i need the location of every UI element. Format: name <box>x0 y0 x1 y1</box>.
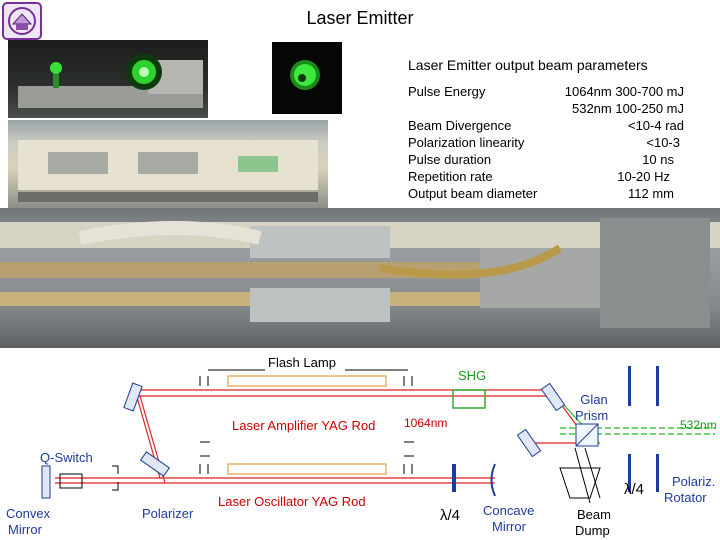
nm532-label: 532nm <box>680 418 717 432</box>
laser-cavity-photo <box>8 120 328 208</box>
pulse-energy-value-532: 532nm 100-250 mJ <box>571 101 684 116</box>
quarter-wave-label-1: λ/4 <box>440 507 461 524</box>
convex-mirror-label-2: Mirror <box>8 522 42 537</box>
rotator-label-2: Rotator <box>664 490 707 505</box>
shg-label: SHG <box>458 368 487 383</box>
rate-label: Repetition rate <box>408 169 493 184</box>
concave-mirror-label-2: Mirror <box>492 519 526 534</box>
logo <box>2 2 42 40</box>
polarizer-label: Polarizer <box>142 506 194 521</box>
beam-dump-label-2: Dump <box>575 523 610 538</box>
diameter-value: 112 mm <box>628 186 674 201</box>
beam-dump-label-1: Beam <box>577 507 611 522</box>
oscillator-label: Laser Oscillator YAG Rod <box>218 494 366 509</box>
convex-mirror-label-1: Convex <box>6 506 51 521</box>
beam-spot-photo <box>272 42 342 114</box>
polarization-label: Polarization linearity <box>408 135 525 150</box>
polarization-value: <10-3 <box>646 135 680 150</box>
glan-prism-label-1: Glan <box>580 392 608 407</box>
laser-emitter-photo <box>8 40 208 118</box>
laser-head-photo <box>0 208 720 348</box>
concave-mirror-label-1: Concave <box>483 503 535 518</box>
duration-value: 10 ns <box>642 152 674 167</box>
page-title: Laser Emitter <box>306 8 414 28</box>
divergence-label: Beam Divergence <box>408 118 512 133</box>
glan-prism-label-2: Prism <box>575 408 609 423</box>
flash-lamp-label: Flash Lamp <box>268 355 336 370</box>
pulse-energy-value-1064: 1064nm 300-700 mJ <box>564 84 684 99</box>
quarter-wave-label-2: λ/4 <box>624 481 645 498</box>
divergence-value: <10-4 rad <box>627 118 684 133</box>
diameter-label: Output beam diameter <box>408 186 538 201</box>
qswitch-label: Q-Switch <box>40 450 93 465</box>
rotator-label-1: Polariz. <box>672 474 716 489</box>
nm1064-label: 1064nm <box>404 416 448 430</box>
pulse-energy-label: Pulse Energy <box>408 84 486 99</box>
duration-label: Pulse duration <box>408 152 492 167</box>
amplifier-label: Laser Amplifier YAG Rod <box>232 418 376 433</box>
optical-layout-diagram <box>41 366 715 504</box>
params-title: Laser Emitter output beam parameters <box>408 57 648 73</box>
rate-value: 10-20 Hz <box>617 169 670 184</box>
